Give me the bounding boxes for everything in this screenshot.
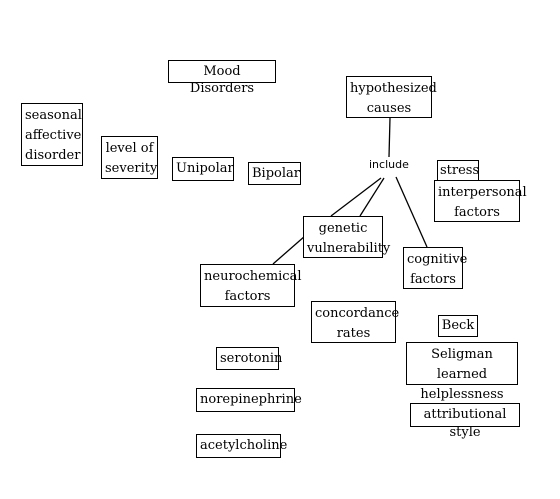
label-include: include	[369, 158, 409, 171]
node-interpersonal-factors: interpersonal factors	[434, 180, 527, 222]
node-acetylcholine: acetylcholine	[196, 434, 287, 458]
node-neurochemical-factors: neurochemical factors	[200, 264, 302, 307]
node-hypothesized-causes: hypothesized causes	[346, 76, 437, 118]
node-norepinephrine: norepinephrine	[196, 388, 302, 412]
node-stress: stress	[437, 160, 479, 181]
node-beck: Beck	[438, 315, 478, 337]
node-level-of-severity: level of severity	[101, 136, 158, 179]
node-cognitive-factors: cognitive factors	[403, 247, 467, 289]
node-seligman-learned-helplessness: Seligman learned helplessness	[406, 342, 518, 402]
node-bipolar: Bipolar	[248, 162, 301, 185]
node-seasonal-affective-disorder: seasonal affective disorder	[21, 103, 83, 166]
edge-genetic-neurochemical	[272, 235, 306, 265]
edge-include-cognitive	[395, 176, 428, 248]
node-attributional-style: attributional style	[410, 403, 520, 440]
node-mood-disorders: Mood Disorders	[168, 60, 276, 96]
edge-include-genetic-left	[330, 177, 382, 217]
node-unipolar: Unipolar	[172, 157, 234, 181]
node-serotonin: serotonin	[216, 347, 282, 370]
edge-causes-include	[388, 117, 391, 158]
edge-include-genetic-right	[359, 177, 385, 217]
node-concordance-rates: concordance rates	[311, 301, 399, 343]
node-genetic-vulnerability: genetic vulnerability	[303, 216, 390, 258]
